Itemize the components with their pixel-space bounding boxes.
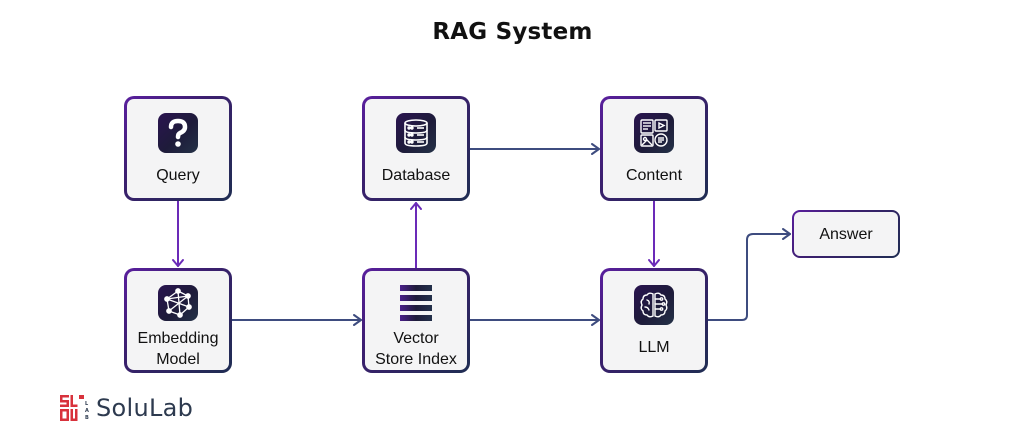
node-content[interactable]: Content	[600, 96, 708, 201]
arrow-llm-to-answer	[707, 228, 791, 321]
node-label: LLM	[638, 339, 670, 356]
node-answer[interactable]: Answer	[792, 210, 900, 258]
solulab-logo: L A B SoluLab	[60, 394, 193, 422]
svg-text:L: L	[85, 401, 89, 407]
arrow-query-to-embedding	[172, 200, 184, 267]
node-vector-store-index[interactable]: Vector Store Index	[362, 268, 470, 373]
database-icon	[396, 113, 436, 153]
node-label: Database	[381, 167, 451, 184]
svg-text:A: A	[85, 408, 89, 414]
node-label-line: Vector	[393, 330, 439, 347]
network-graph-icon	[158, 285, 198, 321]
arrow-embedding-to-vector	[231, 314, 362, 326]
solulab-mark-icon: L A B	[60, 395, 89, 421]
question-icon	[158, 113, 198, 153]
node-query[interactable]: Query	[124, 96, 232, 201]
node-label: Query	[156, 167, 200, 184]
svg-text:B: B	[85, 415, 89, 421]
stacked-bars-icon	[396, 285, 436, 321]
node-label: Content	[625, 167, 683, 184]
arrow-vector-to-database	[410, 202, 422, 269]
logo-text: SoluLab	[96, 394, 194, 422]
node-database[interactable]: Database	[362, 96, 470, 201]
node-embedding-model[interactable]: Embedding Model	[124, 268, 232, 373]
node-label-line: Model	[156, 351, 200, 368]
node-label: Answer	[819, 225, 873, 243]
node-label-line: Embedding	[137, 330, 219, 347]
arrow-vector-to-llm	[469, 314, 600, 326]
node-label: Vector Store Index	[375, 328, 457, 370]
node-label-line: Store Index	[375, 351, 457, 368]
brain-icon	[634, 285, 674, 325]
diagram-title: RAG System	[432, 19, 593, 45]
node-llm[interactable]: LLM	[600, 268, 708, 373]
arrow-database-to-content	[469, 143, 600, 155]
content-media-icon	[634, 113, 674, 153]
arrow-content-to-llm	[648, 200, 660, 267]
node-label: Embedding Model	[138, 328, 219, 370]
